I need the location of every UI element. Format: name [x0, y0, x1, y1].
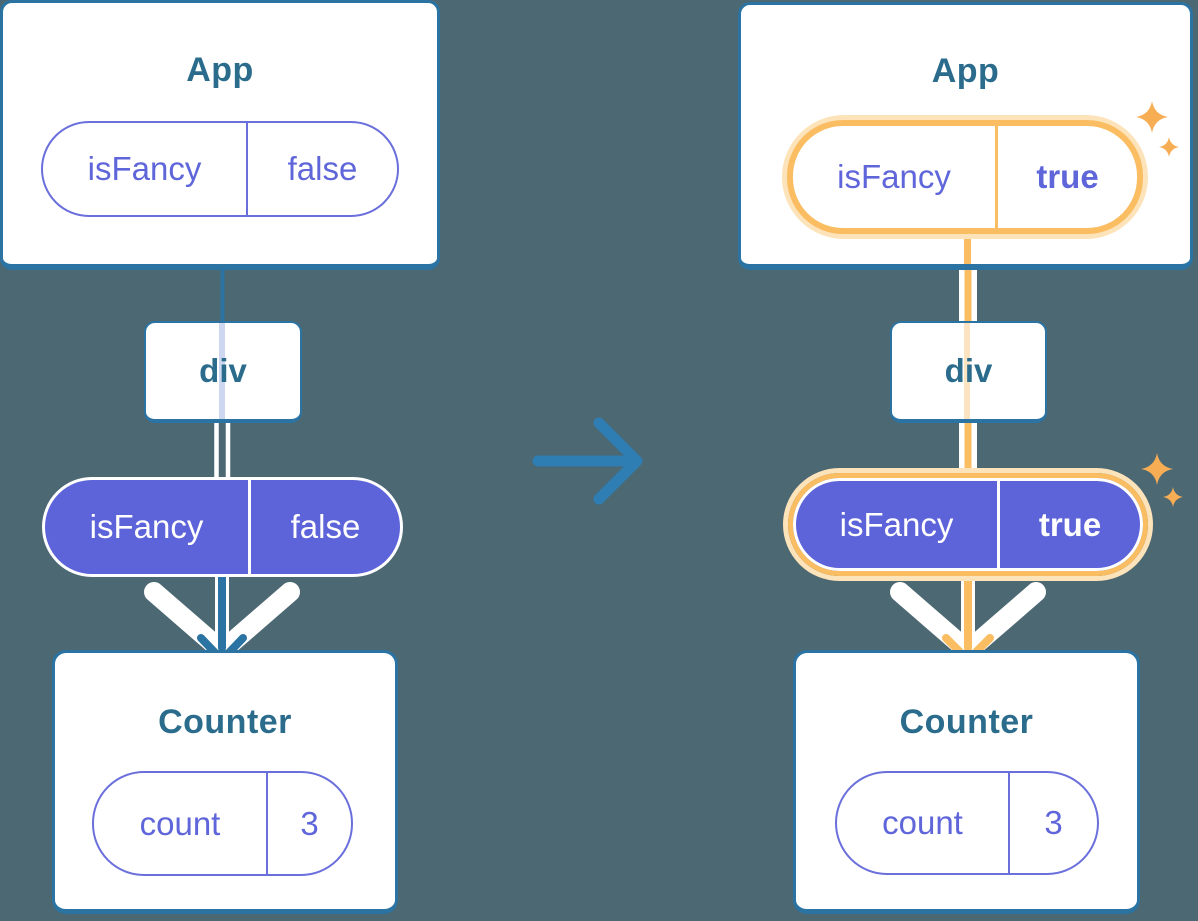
thread-ghost-line — [964, 323, 970, 419]
state-key: count — [94, 773, 268, 874]
counter-component-card-after: Counter count 3 — [793, 650, 1140, 914]
state-value: 3 — [300, 804, 319, 842]
prop-value: false — [290, 508, 361, 545]
state-pill-count-before: count 3 — [92, 771, 353, 876]
div-node-before: div — [144, 321, 302, 423]
state-pill-count-after: count 3 — [835, 771, 1099, 875]
state-key: isFancy — [793, 126, 998, 228]
four-point-star-icon — [1141, 453, 1173, 485]
component-title: Counter — [158, 703, 292, 741]
app-component-card-after: App isFancy true — [738, 2, 1193, 270]
component-title: Counter — [899, 703, 1034, 741]
counter-component-card-before: Counter count 3 — [52, 650, 398, 914]
component-title: App — [931, 52, 1000, 90]
state-value: false — [287, 150, 358, 187]
state-key: count — [837, 773, 1010, 873]
thread-tail-line — [964, 238, 971, 264]
props-pill-isfancy-after-highlighted: isFancy true — [783, 468, 1153, 581]
props-pill-isfancy-before: isFancy false — [42, 477, 403, 577]
component-title: App — [186, 51, 254, 89]
div-node-label: div — [199, 352, 247, 389]
four-point-star-icon — [1163, 487, 1183, 507]
state-value: 3 — [1044, 804, 1063, 841]
thread-ghost-line — [219, 323, 225, 419]
state-pill-isfancy-before: isFancy false — [41, 121, 399, 217]
state-key: isFancy — [43, 123, 248, 215]
right-arrow-icon-head — [593, 417, 643, 505]
right-down-chevron-icon — [890, 582, 1046, 661]
app-component-card-before: App isFancy false — [0, 0, 440, 270]
div-node-after: div — [890, 321, 1047, 423]
state-pill-isfancy-after-highlighted: isFancy true — [782, 115, 1148, 239]
left-down-chevron-icon — [144, 582, 300, 661]
prop-key: isFancy — [45, 480, 251, 574]
prop-key: isFancy — [796, 481, 1000, 568]
div-node-label: div — [944, 352, 993, 389]
state-value: true — [1036, 158, 1099, 195]
prop-value: true — [1038, 505, 1102, 543]
